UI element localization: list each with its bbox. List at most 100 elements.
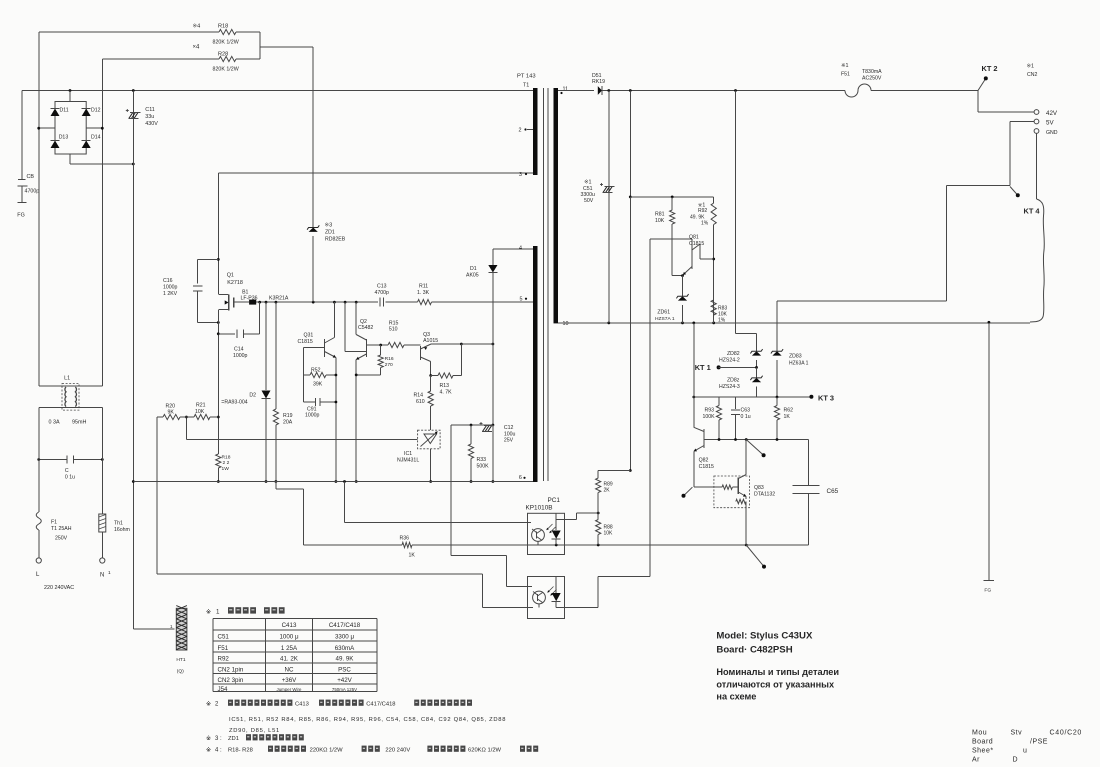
svg-text:2: 2 <box>519 128 522 134</box>
svg-text:※1: ※1 <box>698 203 705 209</box>
svg-text:CN2: CN2 <box>1027 72 1037 78</box>
svg-text:CB: CB <box>27 174 35 180</box>
svg-text:KT 4: KT 4 <box>1024 207 1041 216</box>
svg-text:※: ※ <box>206 735 211 742</box>
svg-text:KP1010B: KP1010B <box>526 505 553 512</box>
svg-text:1000p: 1000p <box>233 353 248 359</box>
svg-text:220 240V: 220 240V <box>385 747 410 753</box>
svg-text:T830mA: T830mA <box>862 69 882 75</box>
svg-text:R36: R36 <box>400 536 410 542</box>
svg-text:(Q): (Q) <box>177 669 184 675</box>
svg-text:Q31: Q31 <box>304 333 314 339</box>
svg-text:R18- R28: R18- R28 <box>228 747 253 753</box>
svg-text:1 2KV: 1 2KV <box>163 291 178 297</box>
svg-text:R13: R13 <box>440 383 450 389</box>
svg-text:IC1: IC1 <box>404 451 412 457</box>
svg-text:A1015: A1015 <box>423 338 438 344</box>
svg-text:Q2: Q2 <box>360 319 367 325</box>
svg-text:※3: ※3 <box>325 222 333 229</box>
svg-text:D2: D2 <box>249 393 256 399</box>
svg-text:1 25A: 1 25A <box>281 645 298 652</box>
svg-text:NJM431L: NJM431L <box>397 457 419 463</box>
svg-text:250V: 250V <box>55 536 68 542</box>
svg-text:u: u <box>1023 748 1027 755</box>
svg-text:49. 9K: 49. 9K <box>690 214 705 220</box>
svg-text:220KΩ 1/2W: 220KΩ 1/2W <box>310 747 344 753</box>
svg-text:5V: 5V <box>1046 120 1054 127</box>
svg-text:1%: 1% <box>701 220 709 226</box>
svg-text:LF-P36: LF-P36 <box>241 295 258 301</box>
svg-text:+42V: +42V <box>337 677 352 684</box>
svg-text:2K: 2K <box>604 488 611 494</box>
svg-text:D12: D12 <box>91 108 101 114</box>
svg-text:ZD1: ZD1 <box>325 230 335 236</box>
svg-text:1000p: 1000p <box>163 285 178 291</box>
svg-text:R89: R89 <box>604 482 613 488</box>
svg-text:RK19: RK19 <box>592 79 605 85</box>
svg-text:0 3A: 0 3A <box>49 420 60 426</box>
svg-text:C13: C13 <box>377 284 387 290</box>
svg-text:R33: R33 <box>477 457 487 463</box>
svg-text:Jumper Wire: Jumper Wire <box>277 687 302 692</box>
svg-text:R92: R92 <box>698 208 707 214</box>
svg-text:R11: R11 <box>419 284 428 290</box>
svg-text:D11: D11 <box>60 108 69 114</box>
svg-text:C14: C14 <box>234 347 244 353</box>
svg-text:N: N <box>100 573 104 579</box>
svg-text:R62: R62 <box>784 408 794 414</box>
svg-text:9K: 9K <box>168 410 175 416</box>
svg-text:KT 3: KT 3 <box>818 394 834 403</box>
svg-text:39K: 39K <box>313 382 323 388</box>
svg-text:Mou: Mou <box>972 730 987 737</box>
svg-text:CN2 1pin: CN2 1pin <box>218 667 244 674</box>
svg-text:820K 1/2W: 820K 1/2W <box>213 40 239 46</box>
svg-text:1K: 1K <box>784 414 791 420</box>
svg-text:HZS7A 1: HZS7A 1 <box>655 316 675 322</box>
svg-text:PC1: PC1 <box>548 497 561 504</box>
svg-text:R16: R16 <box>385 356 394 362</box>
svg-text:K2718: K2718 <box>227 280 243 286</box>
svg-text:220 240VAC: 220 240VAC <box>44 585 74 591</box>
svg-text:J54: J54 <box>218 686 229 693</box>
svg-text:1W: 1W <box>222 466 230 472</box>
svg-text:0 1u: 0 1u <box>741 414 751 420</box>
svg-text:AC250V: AC250V <box>862 76 882 82</box>
svg-text:ZD82: ZD82 <box>727 351 740 357</box>
svg-text:PSC: PSC <box>338 667 351 674</box>
svg-text:Номиналы и типы деталеи: Номиналы и типы деталеи <box>716 667 839 677</box>
svg-text:C12: C12 <box>504 425 514 431</box>
svg-text:10: 10 <box>563 321 569 327</box>
svg-text:Model: Stylus C43UX: Model: Stylus C43UX <box>716 631 813 642</box>
svg-text:11: 11 <box>563 87 569 93</box>
svg-text:20A: 20A <box>283 420 293 426</box>
svg-text:ZD61: ZD61 <box>657 310 670 316</box>
svg-text:R52: R52 <box>311 368 321 374</box>
svg-text:50V: 50V <box>584 198 594 204</box>
svg-text:3: 3 <box>519 172 522 178</box>
svg-text:C: C <box>65 468 69 474</box>
svg-text:R28: R28 <box>218 52 228 58</box>
svg-text:C16: C16 <box>163 278 173 284</box>
svg-text:R14: R14 <box>414 393 424 399</box>
svg-text:49. 9K: 49. 9K <box>336 656 355 663</box>
svg-text:100K: 100K <box>703 414 716 420</box>
svg-text:※1: ※1 <box>841 63 849 69</box>
svg-text:R18: R18 <box>218 24 228 30</box>
svg-text:ZD8z: ZD8z <box>727 378 740 384</box>
svg-text:D: D <box>1013 757 1018 764</box>
svg-text:430V: 430V <box>145 121 158 127</box>
svg-text:R19: R19 <box>283 413 293 419</box>
svg-text:на схеме: на схеме <box>716 692 756 702</box>
svg-text:630mA: 630mA <box>335 645 355 652</box>
svg-text:※: ※ <box>206 746 211 753</box>
svg-text:K3R21A: K3R21A <box>269 295 289 301</box>
svg-text:T1 25AH: T1 25AH <box>51 526 72 532</box>
svg-text:L: L <box>36 572 40 578</box>
svg-text:1. 3K: 1. 3K <box>417 290 430 296</box>
svg-text:DTA1132: DTA1132 <box>754 491 775 497</box>
svg-text:HZ63A 1: HZ63A 1 <box>789 361 809 367</box>
svg-text:/PSE: /PSE <box>1030 739 1048 746</box>
svg-text:AK05: AK05 <box>466 272 479 278</box>
svg-text:4700p: 4700p <box>375 290 390 296</box>
svg-text:R83: R83 <box>718 306 727 312</box>
